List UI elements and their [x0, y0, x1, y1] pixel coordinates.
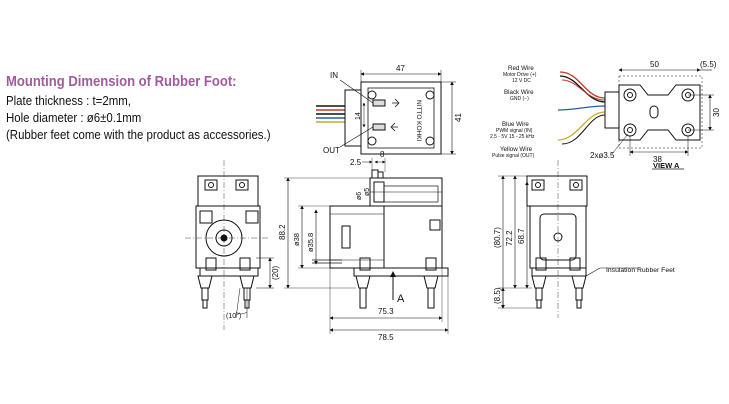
view-a-body	[618, 84, 701, 141]
red-wire-label: Red Wire	[508, 65, 534, 72]
view-a-dim-5-5: (5.5)	[700, 60, 717, 69]
rear-base	[531, 267, 587, 277]
out-label: OUT	[323, 146, 340, 155]
front-view	[185, 160, 274, 330]
wire-legend: Red Wire Motor Drive (+) 12 V DC Black W…	[490, 65, 537, 159]
front-dim-20: (20)	[271, 265, 280, 280]
view-a-dim-50: 50	[650, 60, 659, 69]
yellow-wire-label: Yellow Wire	[500, 146, 533, 153]
top-wires	[316, 105, 345, 123]
side-housing	[383, 205, 443, 269]
dim-height-41: 41	[454, 113, 463, 122]
black-wire-desc1: GND (−)	[510, 96, 529, 102]
rear-dim-8-5: (8.5)	[493, 287, 502, 304]
side-dim-78-5: 78.5	[378, 333, 394, 342]
rear-dim-68-7: 68.7	[517, 228, 526, 244]
hole-diameter-text: Hole diameter : ø6±0.1mm	[6, 110, 142, 125]
rear-view	[498, 160, 640, 318]
front-base	[199, 267, 259, 277]
rear-dim-72-2: 72.2	[505, 230, 514, 246]
in-label: IN	[330, 71, 338, 80]
accessories-note: (Rubber feet come with the product as ac…	[6, 127, 271, 142]
red-wire-desc1: Motor Drive (+)	[503, 72, 537, 78]
view-a-title: VIEW A	[653, 161, 680, 170]
side-dim-2-5: 2.5	[350, 158, 362, 167]
side-motor	[329, 205, 385, 269]
dim-width-47: 47	[396, 64, 405, 73]
red-wire-desc2: 12 V DC	[512, 78, 531, 84]
mounting-heading: Mounting Dimension of Rubber Foot:	[6, 74, 237, 90]
top-pump-body	[360, 81, 442, 155]
side-dim-o35-8: ø35.8	[306, 233, 315, 252]
side-base	[353, 267, 449, 277]
plate-thickness-text: Plate thickness : t=2mm,	[6, 93, 131, 108]
view-a-dim-30: 30	[712, 108, 721, 117]
view-a-drawing	[557, 68, 714, 170]
blue-wire-label: Blue Wire	[502, 121, 529, 128]
yellow-wire-desc1: Pulse signal (OUT)	[492, 153, 535, 159]
view-a-holes: 2xø3.5	[590, 151, 615, 160]
dim-port-14: 14	[355, 112, 362, 120]
side-dim-o6: ø6	[356, 192, 363, 200]
view-a-connector	[604, 91, 620, 129]
side-view	[284, 158, 449, 334]
side-dim-75-3: 75.3	[378, 307, 394, 316]
front-dim-angle: (10°)	[226, 312, 241, 320]
side-dim-o5: ø5	[364, 188, 371, 196]
black-wire-label: Black Wire	[504, 89, 534, 96]
rear-dim-80-7: (80.7)	[493, 227, 502, 248]
top-view	[316, 70, 456, 155]
brand-label: NITTO KOHKI	[415, 100, 422, 142]
insulation-rubber-feet-label: Insulation Rubber Feet	[606, 267, 675, 274]
side-dim-o38: ø38	[292, 233, 301, 246]
side-dim-8: 8	[380, 150, 385, 159]
blue-wire-desc1: PWM signal (IN)	[496, 128, 533, 134]
side-dim-88-2: 88.2	[278, 224, 287, 240]
side-arrow-a: A	[397, 293, 405, 305]
blue-wire-desc2: 2.5 - 5V 15 - 25 kHz	[490, 134, 535, 140]
view-a-dim-38: 38	[653, 155, 662, 164]
